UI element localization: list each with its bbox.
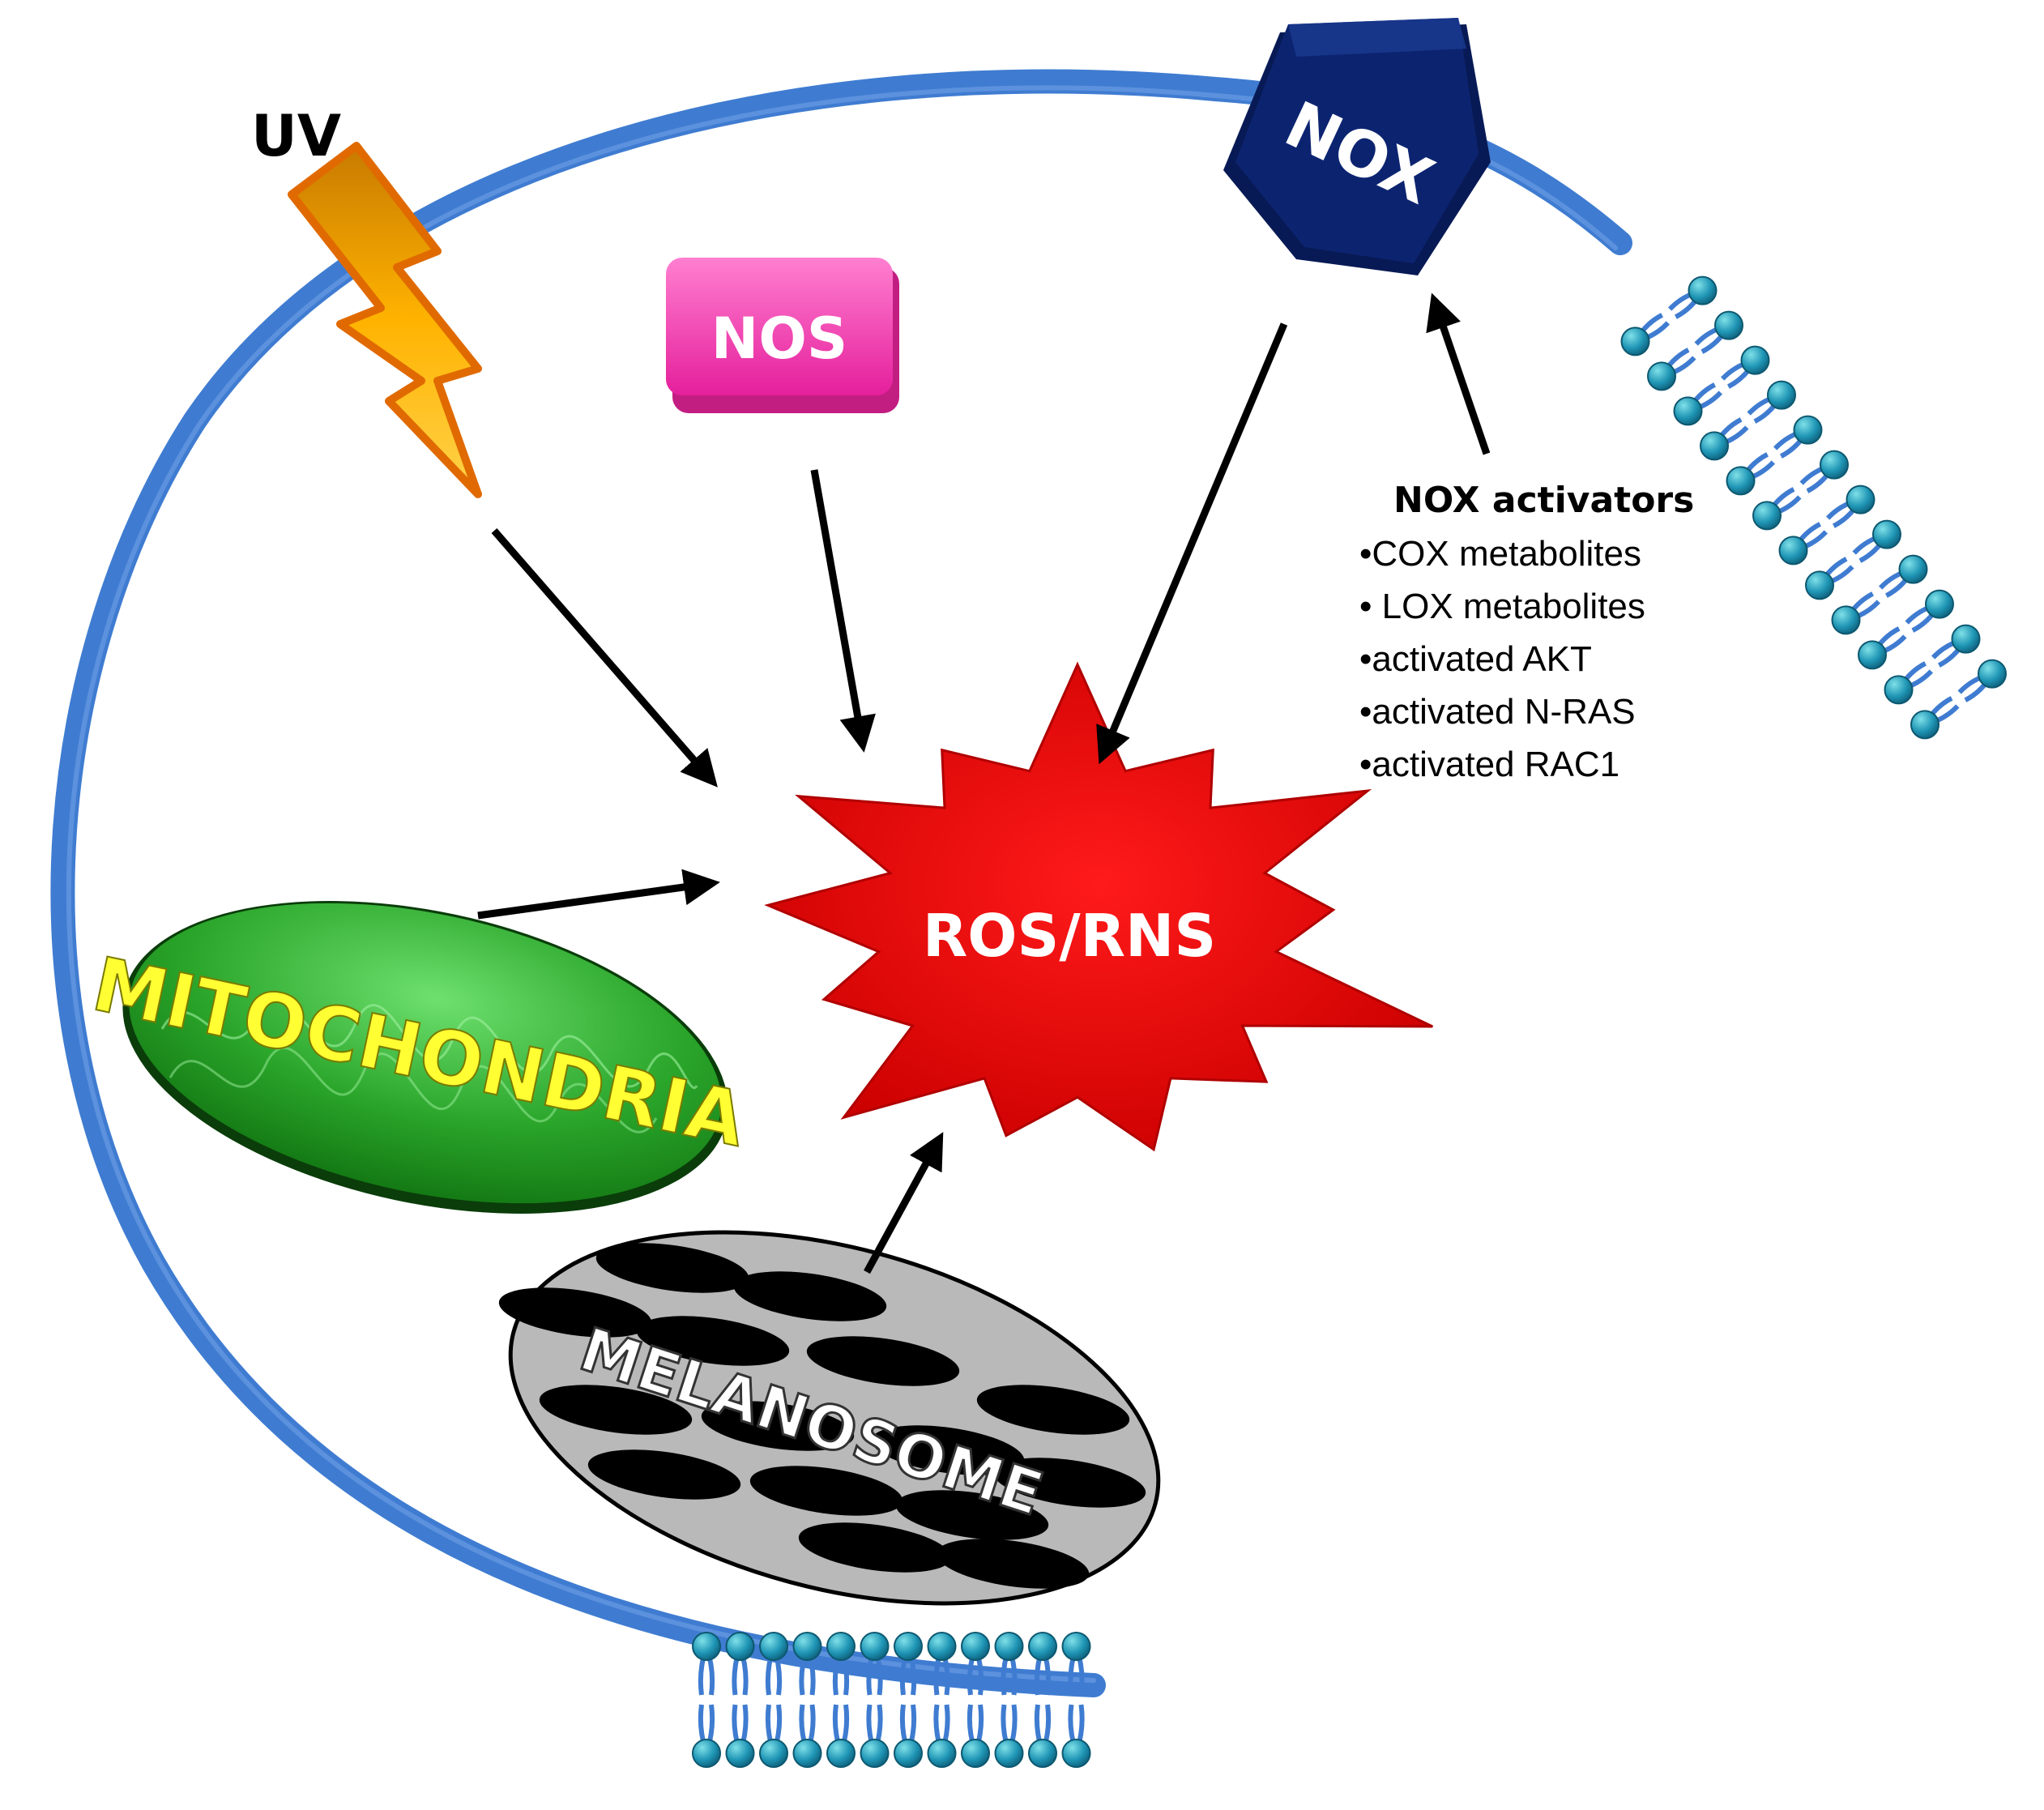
nox-activator-item: •activated AKT: [1359, 639, 1592, 679]
nox-activators-list: NOX activators •COX metabolites • LOX me…: [1359, 480, 1694, 784]
melanin-granule: [936, 1539, 1090, 1589]
melanin-granule: [498, 1287, 652, 1338]
melanin-granule: [749, 1466, 903, 1516]
melanin-granule: [976, 1385, 1130, 1435]
melanin-granule: [992, 1458, 1146, 1508]
lipid-head: [792, 1739, 822, 1768]
lipid-head: [1819, 450, 1849, 480]
lipid-head: [1977, 659, 2007, 689]
melanin-granule: [798, 1522, 952, 1573]
lipid-head: [1805, 570, 1835, 600]
lipid-head: [826, 1632, 856, 1661]
lipid-head: [1061, 1632, 1091, 1661]
nox-activator-item: •activated RAC1: [1359, 745, 1619, 784]
nox-activators-title: NOX activators: [1393, 480, 1694, 521]
lipid-head: [927, 1632, 957, 1661]
ros-rns-burst: ROS/RNS: [764, 661, 1433, 1152]
lipid-head: [1028, 1632, 1057, 1661]
lipid-head: [961, 1739, 990, 1768]
arrow-nox-to-ros: [1096, 322, 1288, 765]
nox-protein: NOX: [1223, 18, 1491, 275]
lipid-head: [1871, 519, 1901, 549]
arrow-uv-to-ros: [491, 528, 718, 788]
lipid-head: [1726, 466, 1756, 496]
lipid-head: [725, 1739, 755, 1768]
lipid-bilayer-bottom: [692, 1632, 1091, 1768]
mitochondria-cristae: [160, 998, 698, 1090]
cell-membrane-highlight: [66, 85, 1618, 1683]
melanin-granule: [733, 1271, 887, 1321]
lipid-head: [792, 1632, 822, 1661]
melanin-granules: [498, 1243, 1146, 1589]
melanosome: MELANOSOME: [498, 1230, 1161, 1606]
lipid-head: [1740, 345, 1770, 375]
lipid-head: [826, 1739, 856, 1768]
melanin-granule: [539, 1385, 693, 1435]
arrow-mitochondria-to-ros: [477, 869, 720, 920]
lipid-head: [1673, 396, 1703, 426]
lipid-head: [894, 1739, 923, 1768]
lipid-head: [1778, 536, 1808, 566]
lipid-head: [1924, 589, 1954, 619]
nox-activator-item: •COX metabolites: [1359, 534, 1641, 574]
lipid-head: [1910, 710, 1940, 740]
melanin-granule: [701, 1401, 855, 1451]
lipid-head: [1884, 675, 1914, 705]
lipid-head: [1713, 310, 1743, 340]
arrow-nos-to-ros: [810, 469, 876, 753]
melanin-granule: [587, 1449, 741, 1500]
lipid-head: [725, 1632, 755, 1661]
nos-box: NOS: [666, 258, 899, 413]
lipid-head: [994, 1632, 1024, 1661]
lipid-head: [759, 1632, 788, 1661]
cell-membrane: [50, 69, 1632, 1697]
lipid-head: [1688, 275, 1718, 305]
lipid-head: [994, 1739, 1024, 1768]
lipid-head: [1700, 431, 1730, 461]
melanin-granule: [595, 1243, 749, 1293]
lipid-head: [1766, 380, 1796, 410]
lipid-head: [1898, 554, 1928, 584]
lipid-bilayer-right: [1620, 275, 2007, 740]
uv-label: UV: [251, 103, 341, 169]
lipid-head: [1752, 501, 1782, 531]
lipid-head: [894, 1632, 923, 1661]
nox-activator-item: • LOX metabolites: [1359, 587, 1645, 626]
mitochondria: MITOCHONDRIA: [85, 901, 753, 1214]
lipid-head: [692, 1739, 721, 1768]
lipid-head: [1793, 415, 1823, 445]
nos-label: NOS: [711, 305, 848, 372]
melanin-granule: [895, 1490, 1049, 1540]
lipid-head: [860, 1739, 890, 1768]
lipid-head: [1951, 624, 1981, 654]
melanin-granule: [871, 1425, 1025, 1475]
lipid-head: [759, 1739, 788, 1768]
lipid-head: [860, 1632, 890, 1661]
nox-activator-item: •activated N-RAS: [1359, 692, 1636, 732]
lightning-bolt-icon: [288, 142, 482, 498]
arrow-melanosome-to-ros: [864, 1132, 944, 1274]
lipid-head: [1620, 327, 1650, 356]
lipid-head: [927, 1739, 957, 1768]
arrow-activators-to-nox: [1426, 292, 1491, 455]
melanin-granule: [636, 1316, 790, 1366]
ros-rns-label: ROS/RNS: [923, 902, 1216, 970]
lipid-head: [1647, 361, 1677, 391]
melanin-granule: [806, 1336, 960, 1386]
lipid-head: [1061, 1739, 1091, 1768]
lipid-head: [692, 1632, 721, 1661]
lipid-head: [1028, 1739, 1057, 1768]
lipid-head: [1831, 605, 1861, 635]
lipid-head: [961, 1632, 990, 1661]
lipid-head: [1858, 640, 1888, 670]
lipid-head: [1846, 485, 1875, 514]
